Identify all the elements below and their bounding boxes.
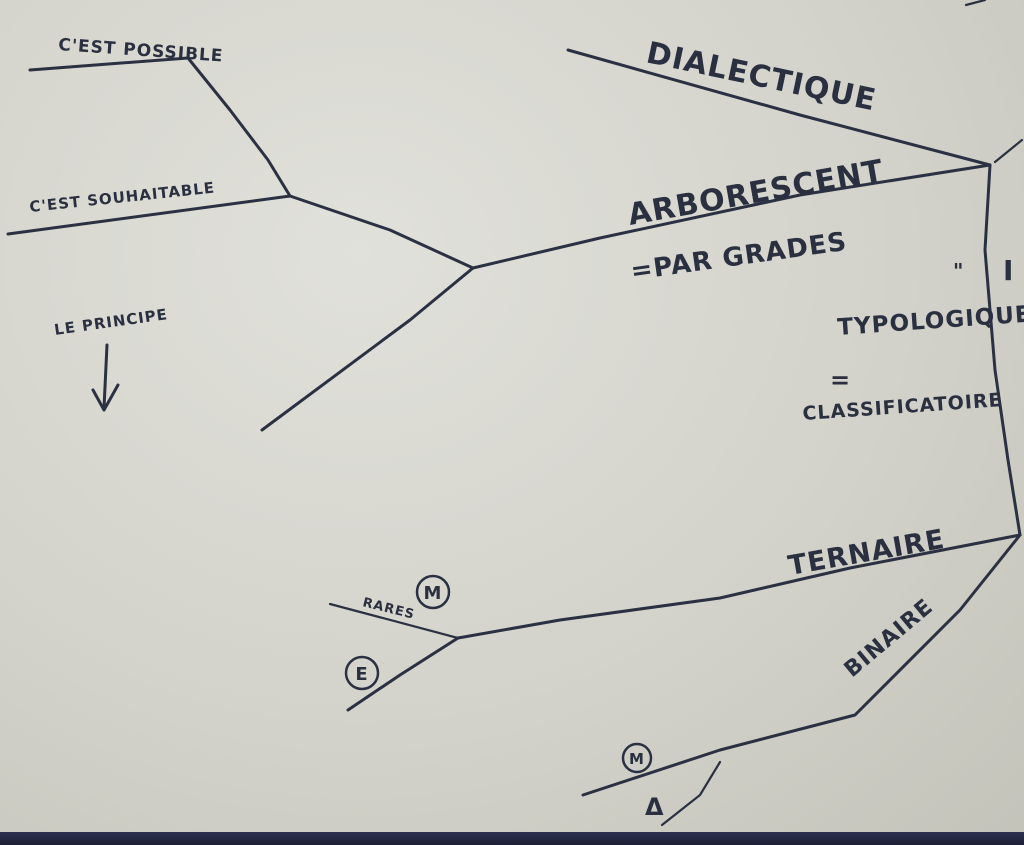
equals-mark-1: ": [953, 259, 964, 283]
mark-right-top: [964, 0, 987, 7]
label-classificatoire: CLASSIFICATOIRE: [802, 389, 1003, 425]
line-rares: [328, 602, 460, 640]
label-par-grades: =PAR GRADES: [629, 227, 849, 287]
line-circle-e: [346, 636, 460, 712]
circle-marker-left: E: [344, 655, 380, 691]
table-edge: [0, 832, 1024, 845]
label-principe: LE PRINCIPE: [53, 305, 169, 339]
equals-mark-par: =: [800, 239, 802, 241]
label-binaire: BINAIRE: [840, 594, 938, 682]
equals-mark-2: =: [830, 366, 851, 394]
label-dialectique: DIALECTIQUE: [643, 36, 879, 119]
line-delta-curve: [660, 760, 722, 827]
down-arrow-icon: [91, 343, 120, 412]
circle-marker-bottom: M: [621, 742, 653, 774]
line-lower-branch: [260, 266, 475, 432]
label-arborescent: ARBORESCENT: [625, 153, 886, 232]
line-arborescent: [471, 163, 992, 270]
label-delta: Δ: [645, 793, 665, 821]
line-possible: [28, 56, 292, 198]
line-ternaire: [456, 533, 1022, 640]
line-dialectique: [566, 48, 992, 167]
line-souhaitable: [6, 194, 475, 270]
svg-text:M: M: [629, 750, 645, 768]
label-typologique: TYPOLOGIQUE: [837, 301, 1024, 341]
label-right-margin: I: [1003, 254, 1014, 287]
svg-text:M: M: [424, 583, 443, 604]
line-right-vertical: [983, 163, 1022, 537]
line-binaire: [581, 533, 1022, 797]
svg-text:E: E: [355, 664, 368, 685]
circle-marker-top: M: [415, 574, 451, 610]
label-ternaire: TERNAIRE: [786, 524, 947, 582]
mark-right-corner: [993, 138, 1024, 164]
